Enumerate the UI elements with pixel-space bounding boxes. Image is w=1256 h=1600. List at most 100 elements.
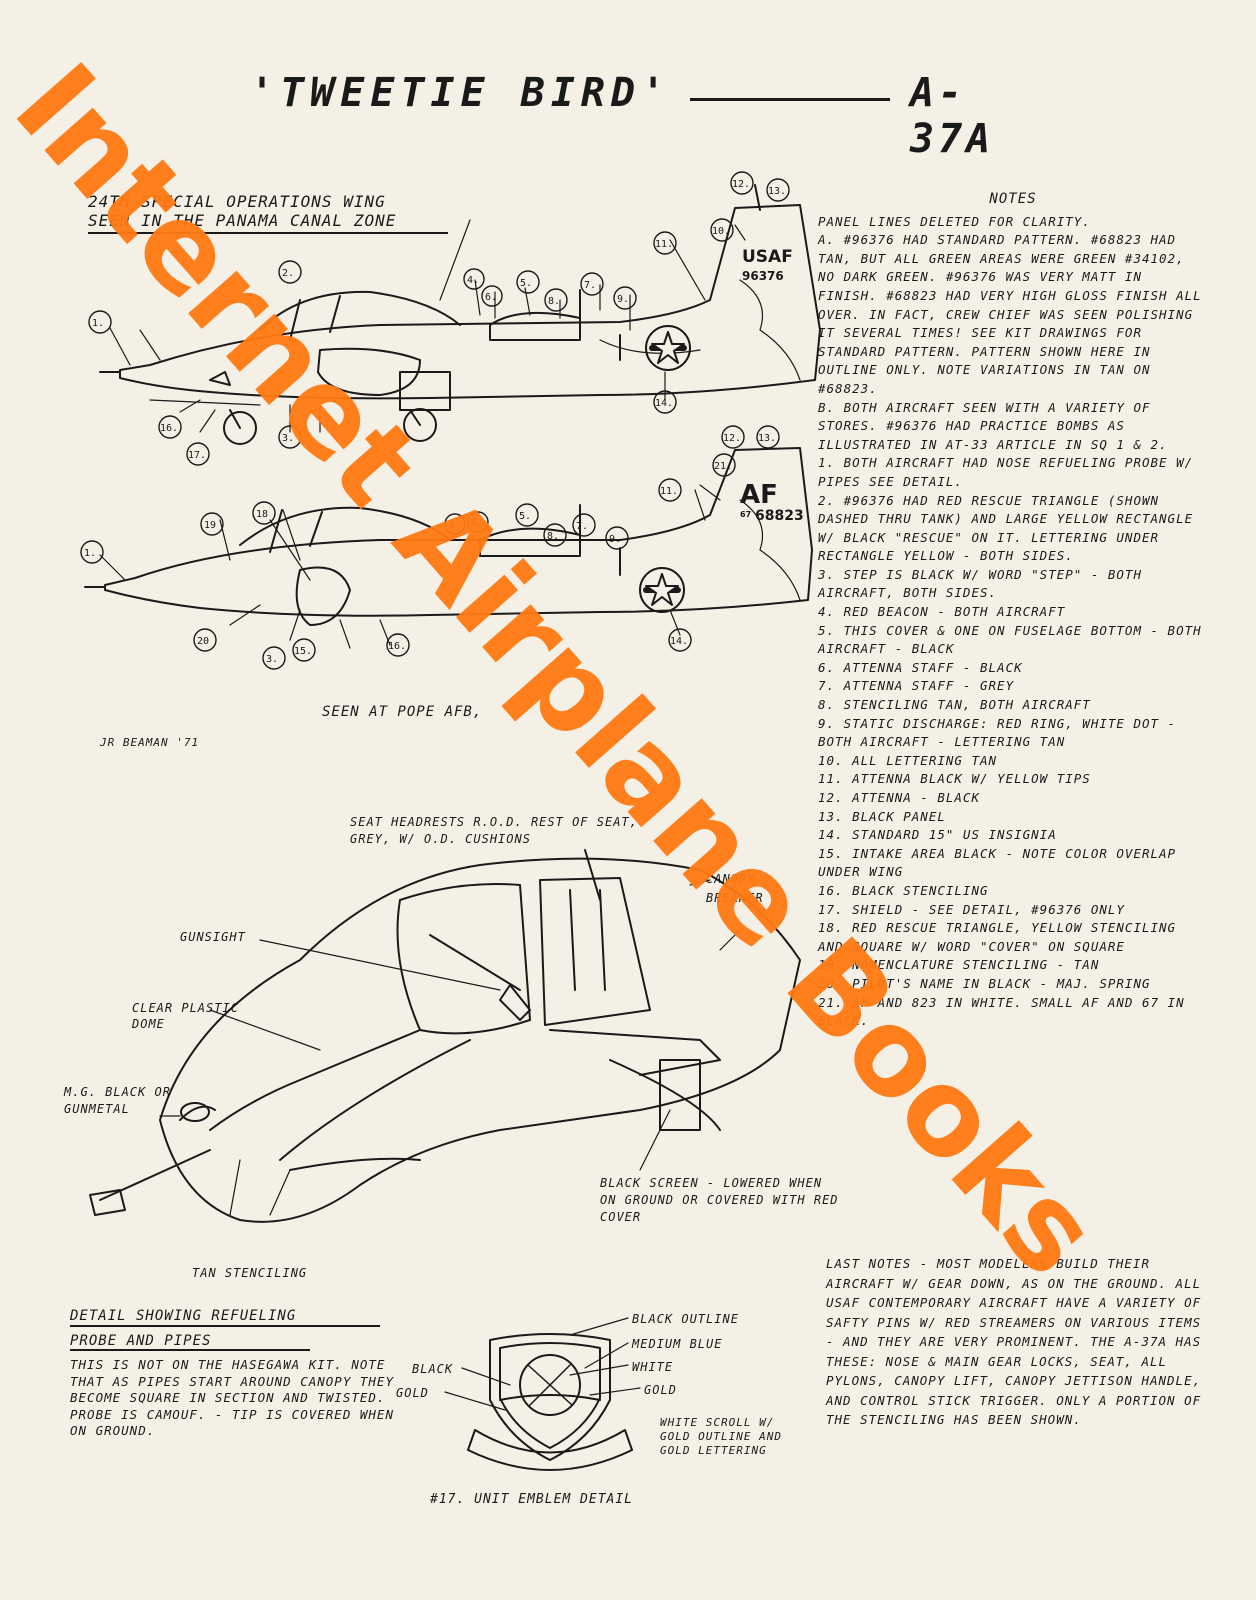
bottom-serial-small: 67 bbox=[740, 510, 751, 519]
emblem-white: WHITE bbox=[632, 1360, 674, 1374]
callout-b14: 14. bbox=[668, 628, 692, 652]
note-item: 14. STANDARD 15" US INSIGNIA bbox=[818, 827, 1057, 843]
svg-text:15.: 15. bbox=[294, 646, 312, 657]
refuel-heading-1: DETAIL SHOWING REFUELING bbox=[70, 1308, 380, 1327]
svg-text:3.: 3. bbox=[282, 433, 294, 444]
callout-t17: 17. bbox=[186, 442, 210, 466]
callout-t14: 14. bbox=[653, 390, 677, 414]
note-item: 16. BLACK STENCILING bbox=[818, 882, 989, 898]
note-item: 21. AF AND 823 IN WHITE. SMALL AF AND 67… bbox=[818, 994, 1185, 1029]
emblem-caption: #17. UNIT EMBLEM DETAIL bbox=[430, 1492, 634, 1507]
top-aircraft-profile bbox=[99, 184, 821, 445]
callout-b18: 18 bbox=[252, 501, 276, 525]
tan-stenciling-label: TAN STENCILING bbox=[192, 1266, 308, 1280]
callout-t3: 3. bbox=[278, 425, 302, 449]
callout-b8: 8. bbox=[543, 523, 567, 547]
headrests-label: SEAT HEADRESTS R.O.D. REST OF SEAT, GREY… bbox=[350, 815, 638, 846]
svg-text:8.: 8. bbox=[548, 296, 560, 307]
callout-t6: 6. bbox=[481, 285, 503, 307]
svg-text:17.: 17. bbox=[188, 450, 206, 461]
note-item: 4. RED BEACON - BOTH AIRCRAFT bbox=[818, 604, 1066, 620]
note-item: 5. THIS COVER & ONE ON FUSELAGE BOTTOM -… bbox=[818, 622, 1202, 657]
emblem-black-outline: BLACK OUTLINE bbox=[632, 1312, 739, 1326]
svg-text:10.: 10. bbox=[712, 226, 730, 237]
callout-t7: 7. bbox=[580, 272, 604, 296]
callout-t2: 2. bbox=[278, 260, 302, 284]
svg-text:6.: 6. bbox=[471, 518, 483, 529]
note-item: 1. BOTH AIRCRAFT HAD NOSE REFUELING PROB… bbox=[818, 455, 1194, 489]
top-callouts: 1. 2. 3. 4. 5. 6. 8. 7. 9. 10. 11. 12. 1… bbox=[88, 171, 790, 466]
last-notes: LAST NOTES - MOST MODELERS BUILD THEIR A… bbox=[826, 1256, 1202, 1427]
svg-text:8.: 8. bbox=[547, 531, 559, 542]
svg-text:11.: 11. bbox=[660, 486, 678, 497]
svg-text:12.: 12. bbox=[732, 179, 750, 190]
svg-text:7.: 7. bbox=[576, 521, 588, 532]
svg-text:19: 19 bbox=[204, 520, 216, 531]
callout-b13: 13. bbox=[756, 425, 780, 449]
unit-subtitle: 24th SPECIAL OPERATIONS WING SEEN IN THE… bbox=[88, 192, 448, 234]
svg-text:13.: 13. bbox=[768, 186, 786, 197]
callout-b5: 5. bbox=[515, 503, 539, 527]
svg-text:14.: 14. bbox=[670, 636, 688, 647]
note-item: 9. STATIC DISCHARGE: RED RING, WHITE DOT… bbox=[818, 715, 1177, 750]
emblem-black-left: BLACK bbox=[412, 1362, 454, 1376]
refuel-heading-2: PROBE AND PIPES bbox=[70, 1333, 310, 1351]
svg-text:1.: 1. bbox=[92, 318, 104, 329]
refuel-detail: DETAIL SHOWING REFUELING PROBE AND PIPES… bbox=[70, 1308, 410, 1440]
callout-t4: 4. bbox=[463, 268, 485, 290]
callout-b16: 16. bbox=[386, 633, 410, 657]
black-screen-label: BLACK SCREEN - LOWERED WHEN ON GROUND OR… bbox=[600, 1176, 839, 1224]
notes-heading: NOTES bbox=[989, 191, 1037, 207]
note-item: A. #96376 HAD STANDARD PATTERN. #68823 H… bbox=[818, 232, 1202, 396]
note-item: 2. #96376 HAD RED RESCUE TRIANGLE (SHOWN… bbox=[818, 492, 1194, 564]
bottom-tail-code: AF bbox=[740, 480, 778, 510]
callout-t10: 10. bbox=[710, 218, 734, 242]
unit-emblem-drawing bbox=[467, 1333, 633, 1471]
callout-t16: 16. bbox=[158, 415, 182, 439]
mg-label: M.G. BLACK OR GUNMETAL bbox=[64, 1085, 171, 1116]
svg-text:5.: 5. bbox=[520, 278, 532, 289]
svg-text:11.: 11. bbox=[655, 239, 673, 250]
svg-text:2.: 2. bbox=[282, 268, 294, 279]
note-item: 18. RED RESCUE TRIANGLE, YELLOW STENCILI… bbox=[818, 920, 1177, 954]
seen-at-caption: SEEN AT POPE AFB, bbox=[322, 704, 483, 720]
emblem-gold-right: GOLD bbox=[644, 1383, 677, 1397]
note-item: 17. SHIELD - SEE DETAIL, #96376 ONLY bbox=[818, 901, 1125, 917]
callout-b4: 4. bbox=[444, 513, 466, 535]
artist-signature: JR BEAMAN '71 bbox=[100, 736, 200, 749]
emblem-scroll: WHITE SCROLL W/ GOLD OUTLINE AND GOLD LE… bbox=[660, 1416, 782, 1457]
callout-b6: 6. bbox=[467, 511, 489, 533]
note-item: 12. ATTENNA - BLACK bbox=[818, 790, 980, 805]
top-tail-code: USAF bbox=[742, 247, 793, 267]
callout-t9: 9. bbox=[613, 286, 637, 310]
svg-text:3.: 3. bbox=[266, 654, 278, 665]
callout-t5: 5. bbox=[516, 270, 540, 294]
note-item: 20. PILOT'S NAME IN BLACK - MAJ. SPRING bbox=[818, 975, 1151, 991]
svg-text:16.: 16. bbox=[160, 423, 178, 434]
note-item: 19. NOMENCLATURE STENCILING - TAN bbox=[818, 957, 1100, 973]
bottom-aircraft-profile bbox=[84, 447, 813, 626]
callout-b21: 21. bbox=[712, 453, 736, 477]
note-item: 8. STENCILING TAN, BOTH AIRCRAFT bbox=[818, 697, 1091, 713]
svg-text:18: 18 bbox=[256, 509, 268, 520]
callout-b3: 3. bbox=[262, 646, 286, 670]
emblem-gold-left: GOLD bbox=[396, 1386, 429, 1400]
title-name: 'TWEETIE BIRD' bbox=[250, 70, 672, 116]
svg-text:4.: 4. bbox=[467, 275, 479, 286]
note-item: 7. ATTENNA STAFF - GREY bbox=[818, 678, 1015, 694]
svg-text:5.: 5. bbox=[519, 511, 531, 522]
gunsight-label: GUNSIGHT bbox=[180, 930, 246, 944]
callout-b15: 15. bbox=[292, 638, 316, 662]
callout-b7: 7. bbox=[572, 513, 596, 537]
svg-text:21.: 21. bbox=[714, 461, 732, 472]
unit-location: SEEN IN THE PANAMA CANAL ZONE bbox=[88, 211, 448, 234]
svg-text:4.: 4. bbox=[448, 520, 460, 531]
svg-text:14.: 14. bbox=[655, 398, 673, 409]
callout-t13: 13. bbox=[766, 178, 790, 202]
title-bar: 'TWEETIE BIRD' A-37A bbox=[250, 70, 1050, 162]
unit-name: 24th SPECIAL OPERATIONS WING bbox=[88, 192, 386, 211]
note-item: 6. ATTENNA STAFF - BLACK bbox=[818, 659, 1023, 675]
note-item: 13. BLACK PANEL bbox=[818, 808, 946, 824]
